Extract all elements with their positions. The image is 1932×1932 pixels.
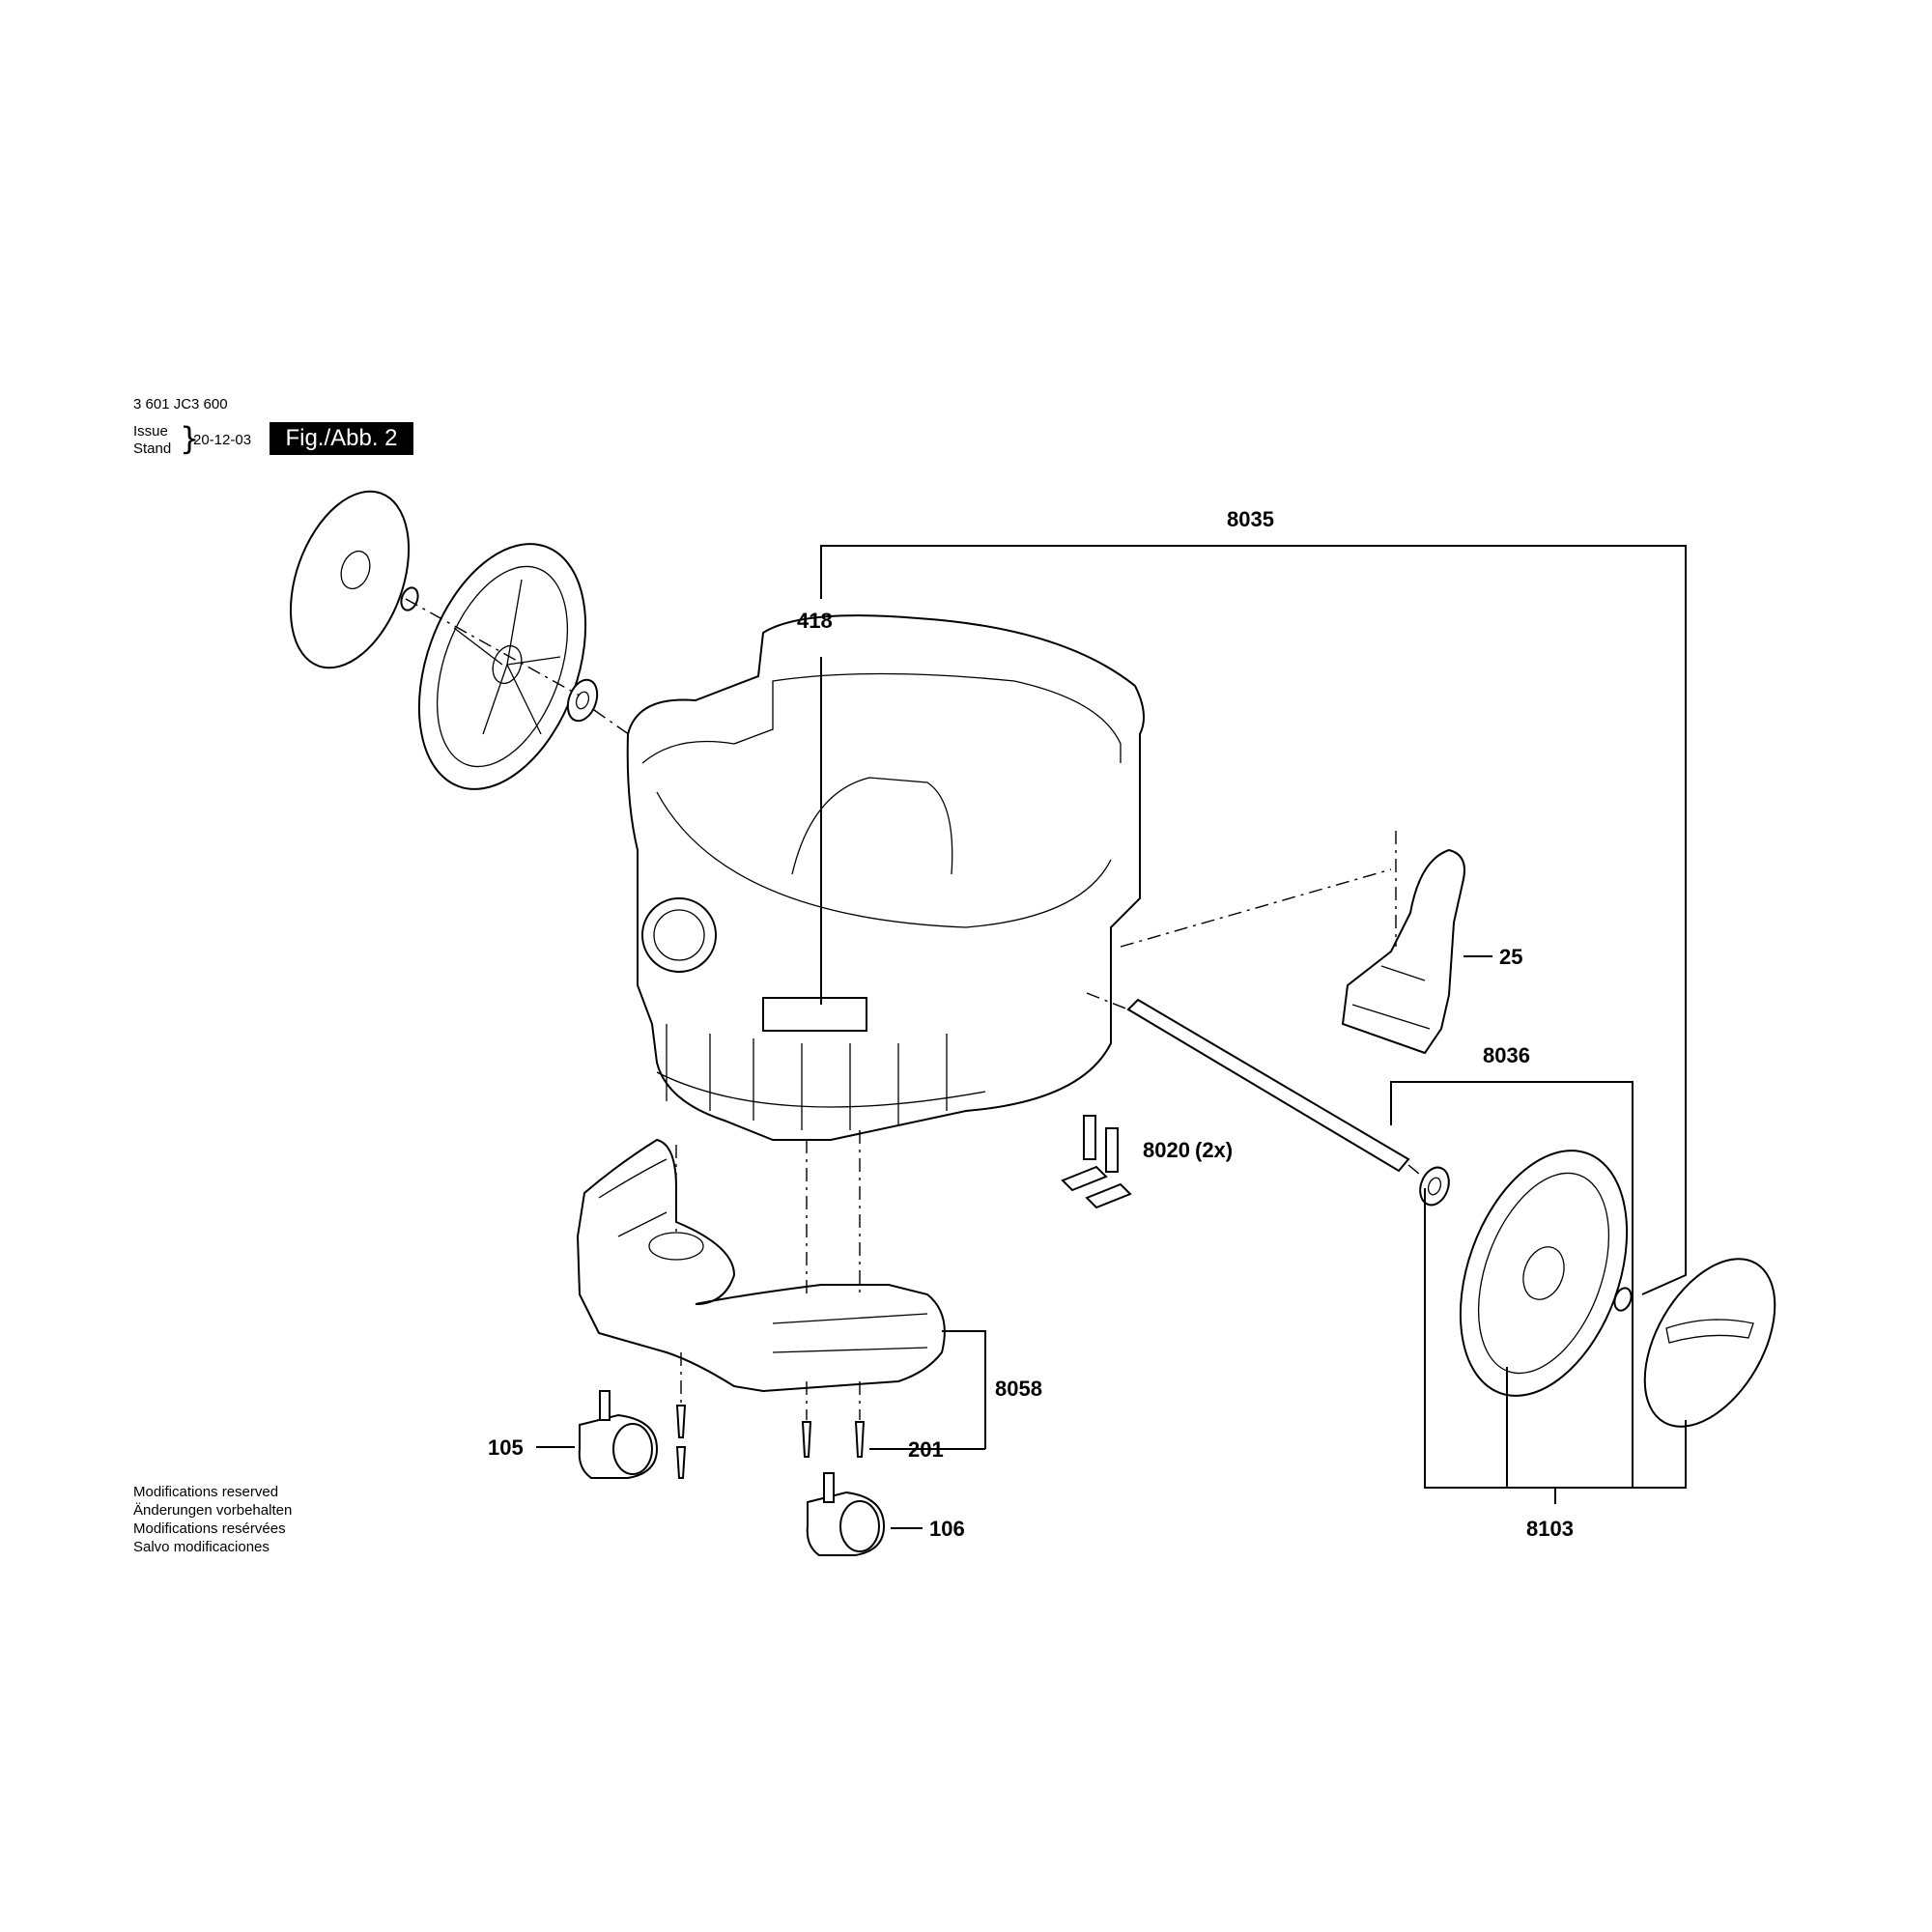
note-en: Modifications reserved — [133, 1484, 279, 1500]
modification-notes: Modifications reserved Änderungen vorbeh… — [133, 1483, 292, 1556]
fastener-8020-part — [1061, 1115, 1132, 1209]
left-hubcap-part — [289, 490, 411, 669]
callout-25: 25 — [1499, 945, 1522, 969]
base-frame-part — [576, 1138, 946, 1393]
axle-part — [1126, 998, 1410, 1173]
callout-8058: 8058 — [995, 1377, 1042, 1401]
base-screws-part — [675, 1405, 866, 1479]
callout-8035: 8035 — [1227, 507, 1274, 531]
callout-201: 201 — [908, 1437, 944, 1462]
callout-8020: 8020 — [1143, 1138, 1190, 1162]
container-body-part — [626, 614, 1145, 1141]
left-clip-part — [400, 586, 419, 611]
stand-label: Stand — [133, 440, 172, 457]
figure-badge: Fig./Abb. 2 — [270, 422, 413, 455]
caster-105-part — [578, 1390, 659, 1479]
note-fr: Modifications resérvées — [133, 1520, 286, 1537]
note-de: Änderungen vorbehalten — [133, 1502, 293, 1519]
callout-8036: 8036 — [1483, 1043, 1530, 1067]
callout-8020-qty: (2x) — [1195, 1138, 1233, 1162]
right-hubcap-part — [1643, 1258, 1776, 1428]
left-wheel-part — [417, 543, 587, 790]
issue-label: Issue — [133, 423, 168, 440]
part-number: 3 601 JC3 600 — [133, 396, 228, 412]
issue-date: 20-12-03 — [193, 432, 252, 448]
right-wheel-part — [1459, 1150, 1629, 1397]
callout-8103: 8103 — [1526, 1517, 1574, 1541]
right-bushing-part — [1419, 1166, 1450, 1207]
note-es: Salvo modificaciones — [133, 1539, 270, 1555]
callout-105: 105 — [488, 1435, 524, 1460]
brace-icon: } — [180, 420, 200, 457]
caster-106-part — [806, 1472, 886, 1556]
handle-25-part — [1341, 848, 1465, 1055]
callout-106: 106 — [929, 1517, 965, 1541]
right-clip-part — [1613, 1287, 1633, 1312]
left-bushing-part — [566, 678, 599, 723]
callout-418: 418 — [797, 609, 833, 633]
